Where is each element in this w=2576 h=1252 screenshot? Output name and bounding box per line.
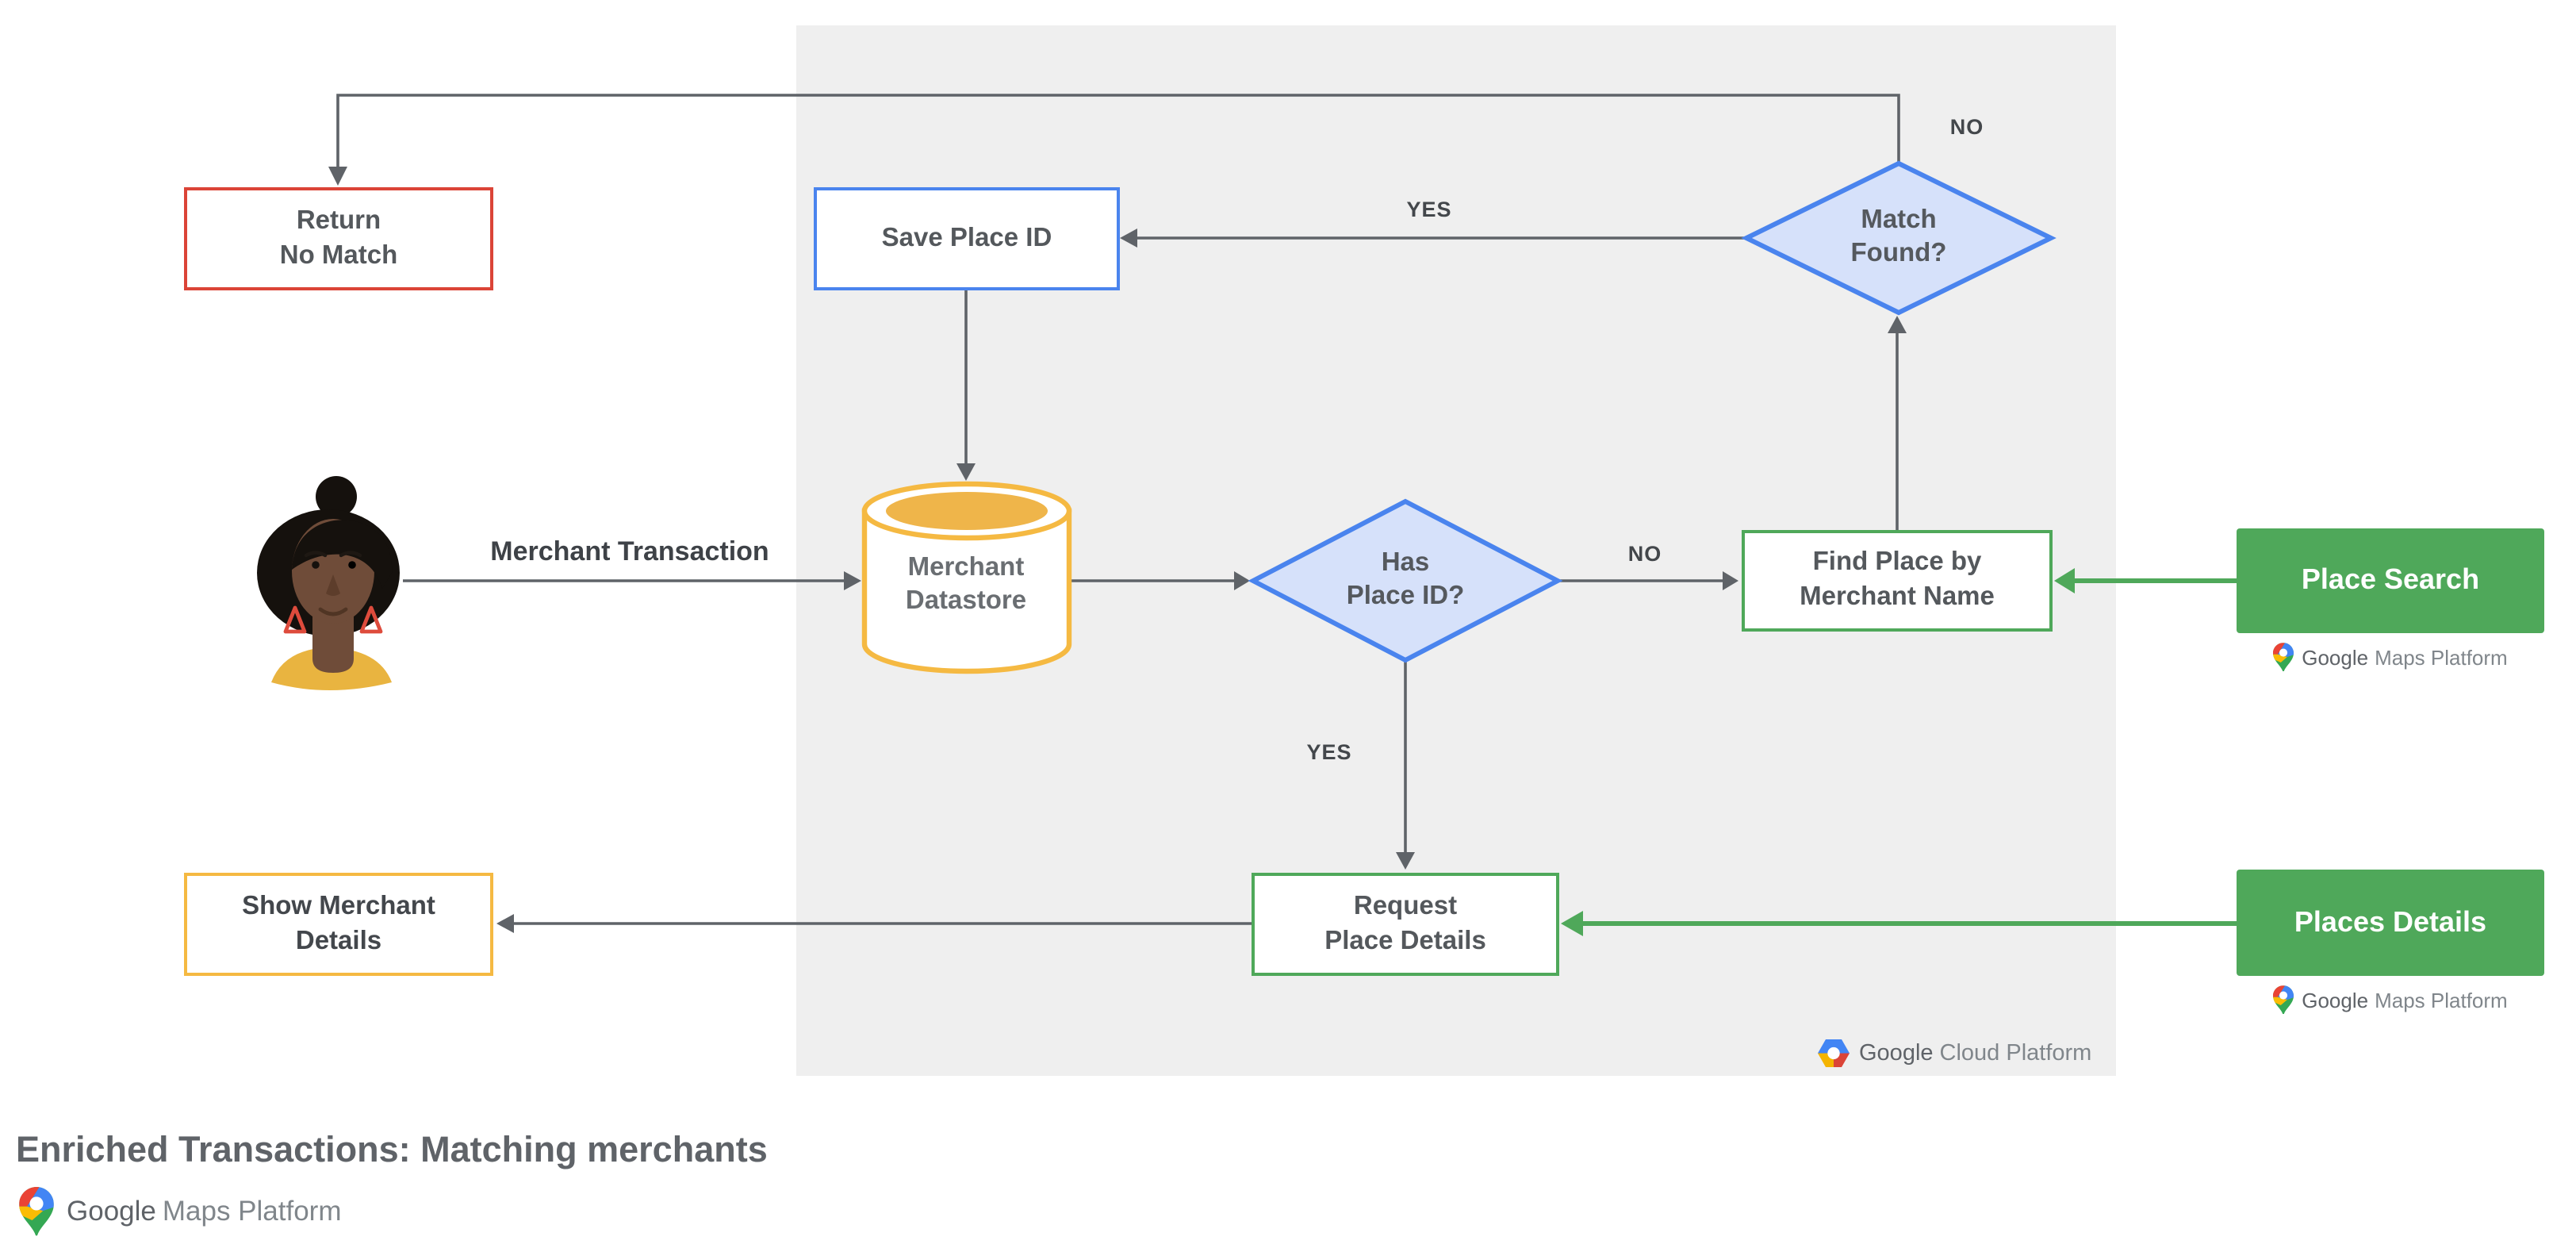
logo-text-google: Google (2302, 988, 2369, 1012)
edge-label-has-place-id-no: NO (1627, 542, 1662, 566)
edge-label-match-found-no: NO (1949, 115, 1984, 139)
logo-text-maps-platform: Maps Platform (162, 1194, 342, 1226)
arrow-place-search-to-find (2054, 568, 2237, 593)
avatar-hair-bun (316, 476, 357, 517)
cloud-hexagon-icon (1818, 1040, 1850, 1068)
avatar-earring-left (283, 605, 307, 634)
label-match-found: Match Found? (1850, 205, 1947, 268)
arrow-match-found-yes-save (1120, 229, 1746, 248)
node-request-place-details: Request Place Details (1252, 873, 1559, 976)
node-find-place-by-merchant-name: Find Place by Merchant Name (1742, 530, 2053, 632)
api-arrows (1561, 568, 2237, 936)
arrow-datastore-to-has-place-id (1069, 571, 1250, 590)
decision-match-found (1741, 160, 2057, 316)
logo-text-maps-platform: Maps Platform (2375, 988, 2508, 1012)
arrow-places-details-to-request (1561, 911, 2237, 936)
merchant-datastore-cylinder (861, 481, 1072, 674)
logo-text-google: Google (2302, 645, 2369, 669)
logo-text-cloud-platform: Cloud Platform (1939, 1041, 2092, 1066)
label-merchant-datastore: Merchant Datastore (905, 553, 1027, 616)
logo-text-maps-platform: Maps Platform (2375, 645, 2508, 669)
logo-text-google: Google (67, 1194, 156, 1226)
arrow-merchant-transaction (403, 571, 861, 590)
node-return-no-match: Return No Match (184, 187, 493, 290)
arrow-find-to-match-found (1888, 316, 1907, 530)
avatar-nose (326, 574, 340, 596)
arrow-save-to-datastore (956, 290, 976, 481)
maps-pin-icon (2273, 643, 2294, 672)
diagram-title: Enriched Transactions: Matching merchant… (16, 1130, 768, 1169)
logo-text-google: Google (1859, 1041, 1934, 1066)
flow-arrows (328, 94, 1907, 933)
label-merchant-transaction: Merchant Transaction (490, 536, 769, 566)
avatar-mouth (318, 607, 348, 616)
arrow-match-found-no-return (328, 94, 1900, 186)
maps-pin-icon (2273, 985, 2294, 1015)
decision-has-place-id (1248, 498, 1563, 663)
arrow-has-place-id-yes-request (1396, 660, 1415, 870)
maps-pin-icon (19, 1186, 54, 1235)
user-avatar (257, 476, 400, 690)
node-save-place-id: Save Place ID (814, 187, 1120, 290)
avatar-earring-right (359, 605, 383, 634)
label-has-place-id: Has Place ID? (1346, 548, 1465, 611)
node-place-search-api: Place Search (2237, 528, 2544, 633)
node-places-details-api: Places Details (2237, 870, 2544, 976)
edge-label-has-place-id-yes: YES (1306, 740, 1352, 764)
edge-label-match-found-yes: YES (1406, 198, 1452, 221)
arrow-has-place-id-no-find (1558, 571, 1738, 590)
node-show-merchant-details: Show Merchant Details (184, 873, 493, 976)
arrow-request-to-show (496, 914, 1252, 933)
